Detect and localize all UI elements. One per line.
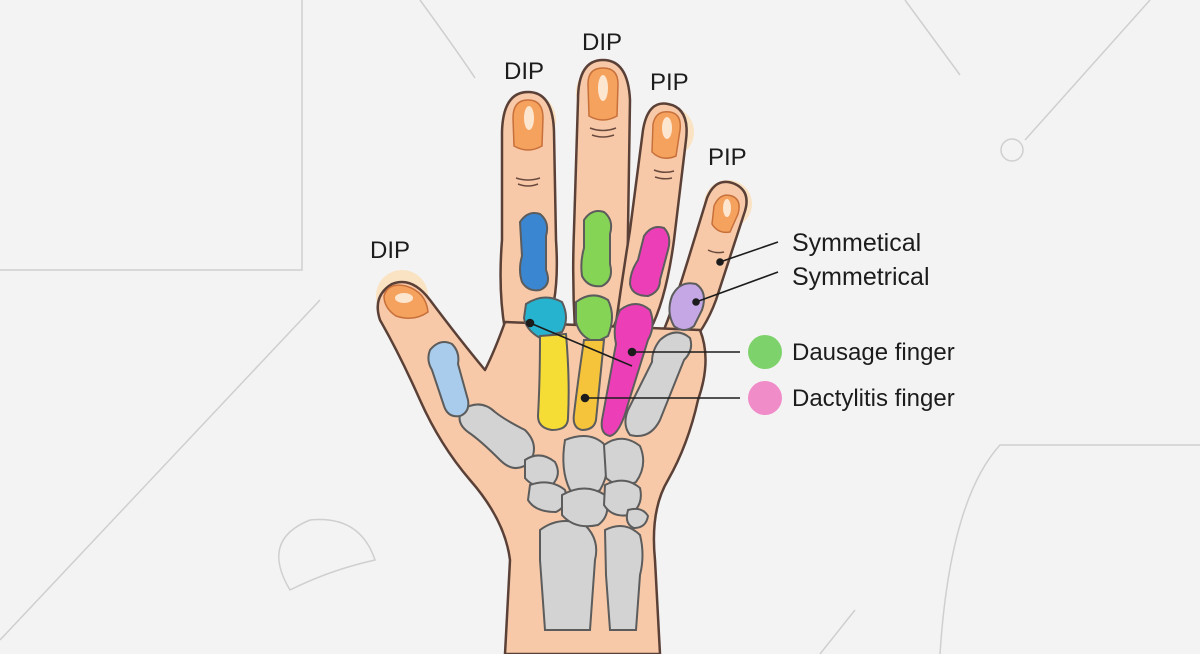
triquetrum	[602, 479, 642, 517]
bg-curve-top	[419, 0, 476, 79]
legend-swatch-dausage	[748, 335, 782, 369]
bg-panel-bottom-right	[939, 444, 1200, 654]
bg-circle	[1000, 138, 1024, 162]
gray-bones	[458, 331, 693, 631]
bg-line-bottom	[819, 609, 856, 654]
index-proximal-joint-bone	[522, 296, 567, 340]
pisiform	[625, 507, 650, 530]
bg-panel-outline	[0, 0, 303, 271]
leader-line-lower-side	[695, 271, 779, 303]
bg-line-right	[1024, 0, 1151, 141]
legend-label-dactylitis: Dactylitis finger	[792, 385, 955, 412]
middle-metacarpal-bone	[572, 339, 606, 432]
leader-line-upper-side	[719, 241, 779, 263]
bg-leaf-shape	[278, 518, 376, 591]
highlighted-bones	[427, 210, 705, 438]
leader-lines	[525, 241, 779, 403]
capitate	[562, 435, 609, 496]
bg-line-left	[0, 299, 321, 641]
leader-line-cyan	[529, 322, 633, 367]
joint-labels: DIP DIP DIP PIP PIP	[370, 29, 747, 264]
index-joint-label: DIP	[504, 58, 544, 85]
index-middle-phalanx-bone	[518, 212, 549, 292]
nail-highlights	[395, 75, 731, 303]
thumb-phalanx-bone	[427, 341, 470, 418]
side-labels: Symmetical Symmetrical	[792, 229, 930, 291]
little-metacarpal	[624, 331, 693, 437]
little-joint-label: PIP	[708, 144, 747, 171]
ulna-bone	[603, 525, 644, 631]
ring-proximal-bone	[600, 303, 654, 438]
legend: Dausage finger Dactylitis finger	[748, 335, 955, 415]
knuckle-creases	[515, 127, 725, 254]
radius-bone	[539, 520, 598, 631]
hamate	[602, 437, 645, 487]
little-phalanx-bone	[668, 282, 705, 331]
middle-middle-phalanx-bone	[580, 210, 613, 288]
symmetical-label: Symmetical	[792, 229, 921, 257]
bg-line-top-right	[904, 0, 961, 76]
middle-proximal-bone	[575, 294, 613, 344]
lunate	[561, 487, 609, 528]
ring-middle-phalanx-bone	[628, 226, 671, 298]
legend-swatch-dactylitis	[748, 381, 782, 415]
ring-joint-label: PIP	[650, 69, 689, 96]
thumb-joint-label: DIP	[370, 237, 410, 264]
index-metacarpal-bone	[536, 332, 570, 432]
symmetrical-label: Symmetrical	[792, 263, 930, 291]
middle-joint-label: DIP	[582, 29, 622, 56]
legend-label-dausage: Dausage finger	[792, 339, 955, 366]
